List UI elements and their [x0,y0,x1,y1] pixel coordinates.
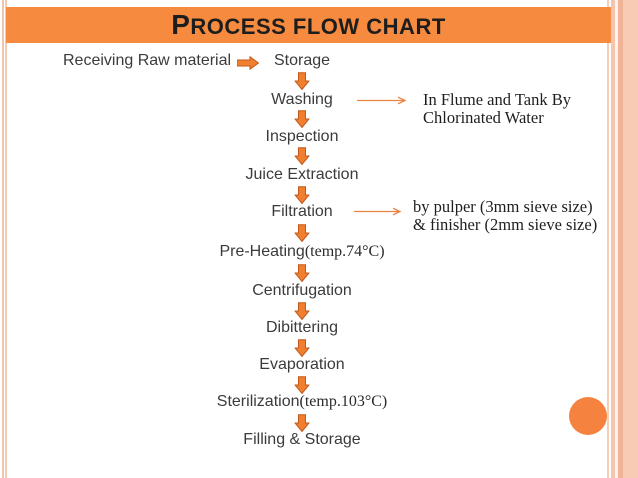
page-title-lead: P [171,9,191,40]
step-centrifugation: Centrifugation [252,282,352,299]
step-sterilization-temp: (temp.103°C) [299,393,388,410]
down-arrow-icon [294,339,310,357]
annotation-line: & finisher (2mm sieve size) [413,215,598,234]
annotation-arrow-icon [354,207,402,216]
step-sterilization-label: Sterilization [216,393,300,410]
annotation-line: In Flume and Tank By [423,90,571,109]
step-washing: Washing [271,91,333,108]
down-arrow-icon [294,376,310,394]
down-arrow-icon [294,110,310,128]
page-title: PROCESS FLOW CHART [171,11,446,39]
step-inspection: Inspection [265,128,339,145]
annotation-washing: In Flume and Tank By Chlorinated Water [423,91,571,127]
title-bar: PROCESS FLOW CHART [6,7,611,43]
down-arrow-icon [294,414,310,432]
right-block-arrow-icon [237,56,259,70]
down-arrow-icon [294,264,310,282]
left-edge-stripes [0,0,8,478]
step-receiving-raw-material: Receiving Raw material [63,52,232,69]
down-arrow-icon [294,186,310,204]
annotation-arrow-icon [357,96,407,105]
page-title-rest: ROCESS FLOW CHART [190,14,446,39]
annotation-line: by pulper (3mm sieve size) [413,197,593,216]
step-evaporation: Evaporation [259,356,345,373]
step-pre-heating-temp: (temp.74°C) [304,243,385,260]
down-arrow-icon [294,224,310,242]
down-arrow-icon [294,72,310,90]
right-edge-stripes [607,0,638,478]
annotation-line: Chlorinated Water [423,108,544,127]
step-filtration: Filtration [271,203,333,220]
step-juice-extraction: Juice Extraction [245,166,359,183]
step-dibittering: Dibittering [265,319,339,336]
step-sterilization: Sterilization(temp.103°C) [217,393,387,411]
down-arrow-icon [294,147,310,165]
down-arrow-icon [294,302,310,320]
step-storage: Storage [273,52,331,69]
step-pre-heating-label: Pre-Heating [219,243,305,260]
decorative-circle [569,397,607,435]
step-filling-storage: Filling & Storage [243,431,361,448]
annotation-filtration: by pulper (3mm sieve size) & finisher (2… [413,198,597,234]
step-pre-heating: Pre-Heating(temp.74°C) [219,243,384,261]
